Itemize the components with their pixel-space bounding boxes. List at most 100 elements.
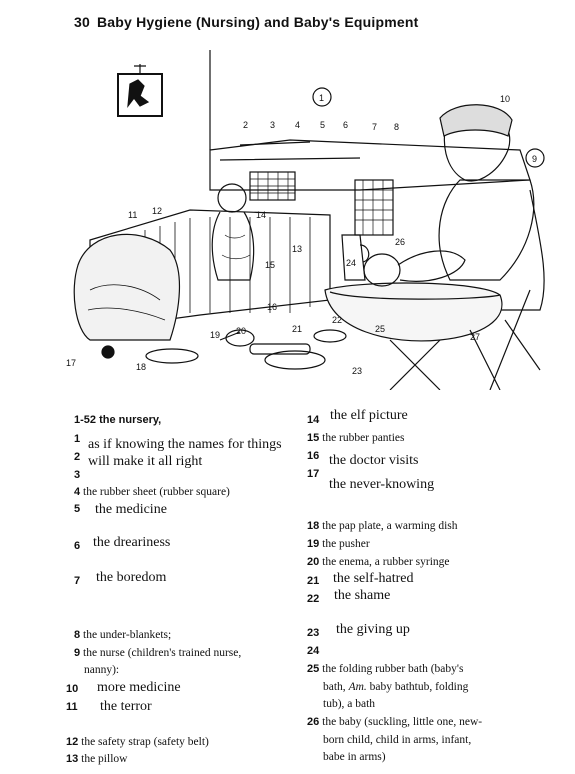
item-13: 13 the pillow — [66, 753, 128, 766]
item-26-text-3: babe in arms) — [323, 751, 386, 763]
item-12-number: 12 — [66, 736, 79, 748]
callout-13: 13 — [292, 244, 302, 254]
callout-12: 12 — [152, 206, 162, 216]
item-22-text: the shame — [334, 588, 391, 603]
page-number: 30 — [74, 14, 90, 30]
item-number-5: 5 — [74, 503, 81, 515]
item-17-text: the never-knowing — [329, 477, 435, 492]
item-5-text: the medicine — [95, 502, 167, 517]
poem-line-1: as if knowing the names for things — [88, 437, 282, 452]
item-4-number: 4 — [74, 486, 81, 498]
callout-22: 22 — [332, 315, 342, 325]
callout-8: 8 — [394, 122, 399, 132]
item-9: 9 the nurse (children's trained nurse, — [74, 647, 242, 660]
section-heading: 1-52 the nursery, — [74, 414, 161, 426]
item-23-text: the giving up — [336, 622, 410, 637]
item-13-number: 13 — [66, 753, 79, 765]
callout-5: 5 — [320, 120, 325, 130]
item-26: 26 the baby (suckling, little one, new- — [307, 716, 483, 729]
item-9-number: 9 — [74, 647, 81, 659]
item-number-16: 16 — [307, 450, 320, 462]
item-number-22: 22 — [307, 593, 320, 605]
item-8-number: 8 — [74, 629, 81, 641]
callout-14: 14 — [256, 210, 266, 220]
item-number-23: 23 — [307, 627, 320, 639]
item-20-text: the enema, a rubber syringe — [322, 556, 450, 568]
item-9-text-1: the nurse (children's trained nurse, — [83, 647, 242, 659]
callout-20: 20 — [236, 326, 246, 336]
item-8-text: the under-blankets; — [83, 629, 172, 641]
item-26-text-2: born child, child in arms, infant, — [323, 734, 472, 746]
item-number-2: 2 — [74, 451, 81, 463]
item-number-1: 1 — [74, 433, 81, 445]
item-25-text-2: bath, Am. baby bathtub, folding — [323, 681, 469, 694]
item-15-text: the rubber panties — [322, 432, 405, 444]
item-number-24: 24 — [307, 645, 320, 657]
callout-21: 21 — [292, 324, 302, 334]
item-4: 4 the rubber sheet (rubber square) — [74, 486, 230, 499]
item-20: 20 the enema, a rubber syringe — [307, 556, 450, 569]
item-12-text: the safety strap (safety belt) — [81, 736, 209, 748]
callout-15: 15 — [265, 260, 275, 270]
item-number-11: 11 — [66, 701, 78, 713]
item-number-7: 7 — [74, 575, 81, 587]
item-25-text-2b: baby bathtub, folding — [366, 681, 469, 693]
item-20-number: 20 — [307, 556, 320, 568]
item-12: 12 the safety strap (safety belt) — [66, 736, 209, 749]
item-25-text-3: tub), a bath — [323, 698, 376, 710]
item-18: 18 the pap plate, a warming dish — [307, 520, 458, 533]
poem-line-2: will make it all right — [88, 454, 203, 469]
callout-3: 3 — [270, 120, 275, 130]
callout-2: 2 — [243, 120, 248, 130]
callout-11: 11 — [128, 210, 137, 220]
item-26-number: 26 — [307, 716, 320, 728]
item-number-21: 21 — [307, 575, 320, 587]
item-7-text: the boredom — [96, 570, 167, 585]
item-18-number: 18 — [307, 520, 320, 532]
item-number-6: 6 — [74, 540, 81, 552]
callout-19: 19 — [210, 330, 220, 340]
item-11-text: the terror — [100, 699, 152, 714]
item-number-10: 10 — [66, 683, 79, 695]
callout-6: 6 — [343, 120, 348, 130]
page-title-text: Baby Hygiene (Nursing) and Baby's Equipm… — [96, 14, 419, 30]
callout-7: 7 — [372, 122, 377, 132]
callout-23: 23 — [352, 366, 362, 376]
callout-26: 26 — [395, 237, 405, 247]
page-title: 30 Baby Hygiene (Nursing) and Baby's Equi… — [74, 14, 419, 30]
callout-27: 27 — [470, 332, 480, 342]
heading-number: 1-52 — [74, 414, 97, 426]
item-25: 25 the folding rubber bath (baby's — [307, 663, 464, 676]
item-4-text: the rubber sheet (rubber square) — [83, 486, 230, 498]
callout-4: 4 — [295, 120, 300, 130]
item-6-text: the dreariness — [93, 535, 171, 550]
item-number-17: 17 — [307, 468, 320, 480]
callout-18: 18 — [136, 362, 146, 372]
item-19-number: 19 — [307, 538, 320, 550]
callout-9: 9 — [532, 154, 537, 164]
item-25-text-2-am: Am. — [348, 681, 367, 693]
item-21-text: the self-hatred — [333, 571, 414, 586]
item-number-3: 3 — [74, 469, 81, 481]
item-9-text-2: nanny): — [84, 664, 120, 676]
callout-1: 1 — [319, 93, 324, 103]
item-13-text: the pillow — [81, 753, 128, 765]
callout-17: 17 — [66, 358, 76, 368]
item-18-text: the pap plate, a warming dish — [322, 520, 458, 532]
heading-text: the nursery, — [99, 414, 162, 426]
item-15-number: 15 — [307, 432, 320, 444]
callout-25: 25 — [375, 324, 385, 334]
item-25-text-1: the folding rubber bath (baby's — [322, 663, 464, 675]
item-19-text: the pusher — [322, 538, 370, 550]
callout-24: 24 — [346, 258, 356, 268]
item-8: 8 the under-blankets; — [74, 629, 172, 642]
item-25-text-2a: bath, — [323, 681, 349, 693]
item-14-text: the elf picture — [330, 408, 408, 423]
item-number-14: 14 — [307, 414, 320, 426]
item-26-text-1: the baby (suckling, little one, new- — [322, 716, 483, 728]
callout-10: 10 — [500, 94, 510, 104]
callout-16: 16 — [267, 302, 277, 312]
item-16-text: the doctor visits — [329, 453, 419, 468]
item-19: 19 the pusher — [307, 538, 370, 551]
